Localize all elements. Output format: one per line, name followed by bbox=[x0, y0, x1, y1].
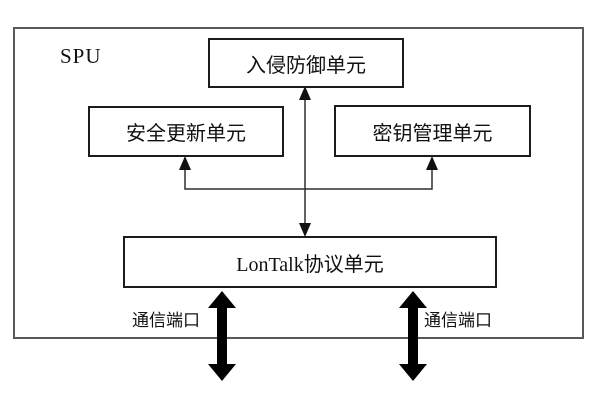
spu-boundary-box bbox=[13, 27, 584, 339]
key-management-unit-label: 密钥管理单元 bbox=[372, 122, 493, 145]
spu-label: SPU bbox=[60, 44, 102, 68]
thick-port-arrow-left-icon bbox=[208, 291, 236, 381]
thick-port-arrow-right-icon bbox=[399, 291, 427, 381]
key-management-unit-box: 密钥管理单元 bbox=[334, 105, 531, 157]
lontalk-protocol-unit-label: LonTalk协议单元 bbox=[236, 253, 384, 276]
security-update-unit-box: 安全更新单元 bbox=[88, 106, 284, 157]
intrusion-prevention-unit-box: 入侵防御单元 bbox=[208, 38, 404, 88]
comm-port-label-left: 通信端口 bbox=[132, 311, 200, 330]
bidirectional-arrow-intrusion-lontalk-icon bbox=[299, 86, 311, 237]
security-update-unit-label: 安全更新单元 bbox=[126, 123, 246, 145]
intrusion-prevention-unit-label: 入侵防御单元 bbox=[246, 54, 366, 77]
branch-arrows-to-update-and-key-icon bbox=[179, 156, 438, 190]
lontalk-protocol-unit-box: LonTalk协议单元 bbox=[123, 236, 497, 288]
comm-port-label-right: 通信端口 bbox=[424, 311, 492, 330]
